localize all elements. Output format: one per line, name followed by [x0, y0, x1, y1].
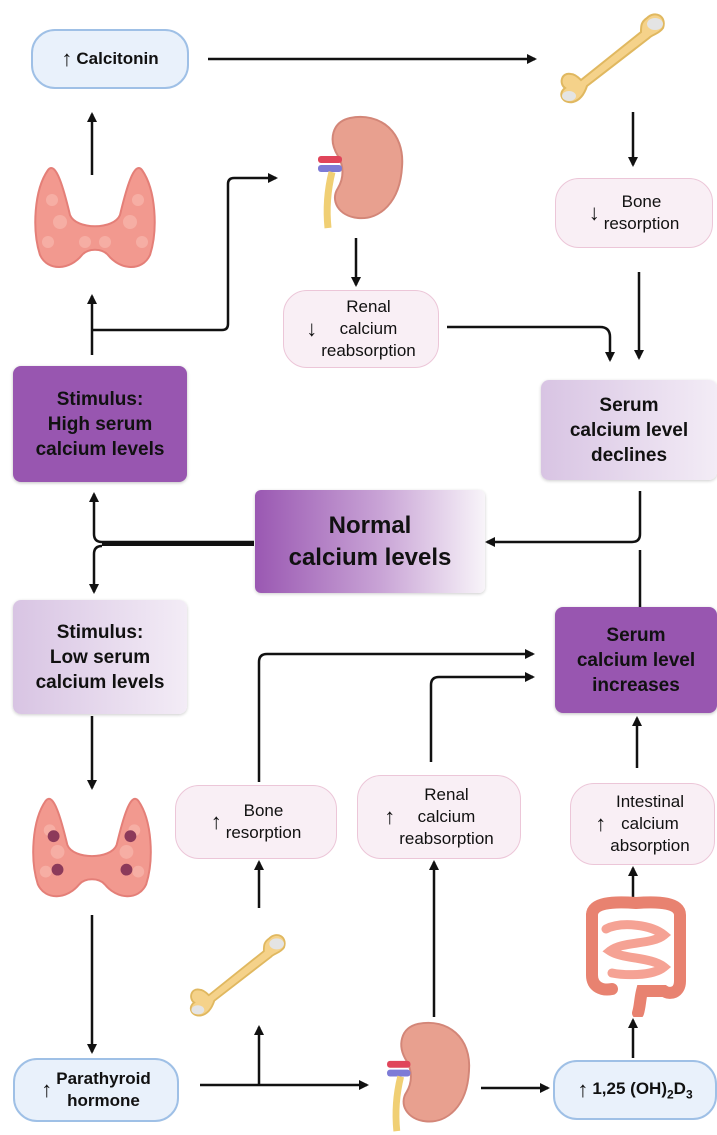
- up-arrow-icon: ↑: [595, 813, 606, 835]
- text-line: Bone: [226, 800, 302, 822]
- vitamin-d-label: 1,25 (OH)2D3: [592, 1079, 692, 1101]
- text-line: Parathyroid: [56, 1068, 150, 1090]
- text-line: Serum: [570, 393, 688, 418]
- down-arrow-icon: ↓: [306, 318, 317, 340]
- text-line: Bone: [604, 191, 680, 213]
- vitd-mid: D: [674, 1079, 686, 1098]
- vitd-sub2: 3: [686, 1087, 693, 1101]
- kidney-icon: [310, 112, 410, 232]
- renal-reabsorption-increase-pill: ↑ Renal calcium reabsorption: [357, 775, 521, 859]
- up-arrow-icon: ↑: [384, 806, 395, 828]
- bone-resorption-decrease-pill: ↓ Bone resorption: [555, 178, 713, 248]
- text-line: reabsorption: [399, 828, 494, 850]
- thyroid-icon: [30, 160, 160, 275]
- text-line: Renal: [399, 784, 494, 806]
- up-arrow-icon: ↑: [577, 1079, 588, 1101]
- intestinal-absorption-increase-pill: ↑ Intestinal calcium absorption: [570, 783, 715, 865]
- text-line: resorption: [226, 822, 302, 844]
- arrow-declines-to-normal: [487, 491, 640, 542]
- kidney-icon: [378, 1018, 478, 1135]
- text-line: calcium: [321, 318, 416, 340]
- text-line: High serum: [36, 412, 165, 437]
- text-line: resorption: [604, 213, 680, 235]
- text-line: calcium levels: [36, 437, 165, 462]
- parathyroid-hormone-pill: ↑ Parathyroid hormone: [13, 1058, 179, 1122]
- calcitonin-label: Calcitonin: [76, 49, 158, 69]
- arrow-normal-to-high: [94, 494, 254, 542]
- text-line: Serum: [577, 623, 695, 648]
- bone-resorption-increase-pill: ↑ Bone resorption: [175, 785, 337, 859]
- text-line: Stimulus:: [36, 620, 165, 645]
- serum-increases-box: Serum calcium level increases: [555, 607, 717, 713]
- bone-icon: [185, 920, 295, 1030]
- text-line: Renal: [321, 296, 416, 318]
- text-line: absorption: [610, 835, 689, 857]
- vitamin-d-pill: ↑ 1,25 (OH)2D3: [553, 1060, 717, 1120]
- text-line: reabsorption: [321, 340, 416, 362]
- text-line: Low serum: [36, 645, 165, 670]
- down-arrow-icon: ↓: [589, 202, 600, 224]
- stimulus-low-box: Stimulus: Low serum calcium levels: [13, 600, 187, 714]
- calcitonin-pill: ↑ Calcitonin: [31, 29, 189, 89]
- arrow-normal-to-low: [94, 546, 102, 592]
- serum-declines-box: Serum calcium level declines: [541, 380, 717, 480]
- text-line: Intestinal: [610, 791, 689, 813]
- arrow-resorption-to-increases: [259, 654, 533, 782]
- text-line: Normal: [289, 510, 452, 542]
- text-line: calcium: [399, 806, 494, 828]
- text-line: declines: [570, 443, 688, 468]
- up-arrow-icon: ↑: [61, 48, 72, 70]
- renal-reabsorption-decrease-pill: ↓ Renal calcium reabsorption: [283, 290, 439, 368]
- vitd-sub1: 2: [667, 1087, 674, 1101]
- text-line: calcium: [610, 813, 689, 835]
- arrow-renal-to-declines: [447, 327, 610, 360]
- up-arrow-icon: ↑: [41, 1079, 52, 1101]
- text-line: calcium levels: [36, 670, 165, 695]
- bone-icon: [555, 8, 675, 108]
- up-arrow-icon: ↑: [211, 811, 222, 833]
- parathyroid-icon: [28, 790, 156, 905]
- arrow-renal-to-increases: [431, 677, 533, 762]
- text-line: hormone: [56, 1090, 150, 1112]
- normal-calcium-box: Normal calcium levels: [255, 490, 485, 593]
- text-line: calcium levels: [289, 542, 452, 574]
- text-line: Stimulus:: [36, 387, 165, 412]
- text-line: calcium level: [570, 418, 688, 443]
- stimulus-high-box: Stimulus: High serum calcium levels: [13, 366, 187, 482]
- intestine-icon: [582, 895, 690, 1017]
- text-line: increases: [577, 673, 695, 698]
- text-line: calcium level: [577, 648, 695, 673]
- vitd-prefix: 1,25 (OH): [592, 1079, 667, 1098]
